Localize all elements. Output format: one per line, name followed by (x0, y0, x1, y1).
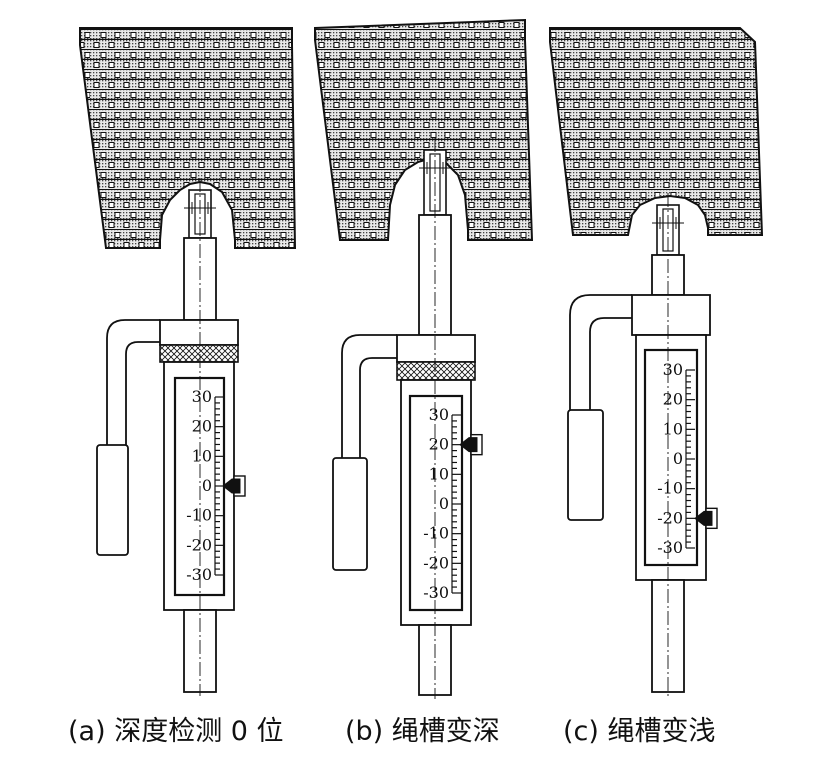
gauge-header (159, 319, 239, 346)
scale-tick-label: 20 (663, 390, 683, 409)
handle-grip (96, 444, 129, 556)
pointer-indicator (459, 437, 478, 453)
scale-tick-label: -20 (423, 553, 449, 572)
handle-tube (569, 294, 632, 410)
handle-tube (106, 319, 160, 445)
pointer-indicator (694, 510, 713, 526)
pointer-indicator (222, 478, 241, 494)
scale-tick-label: 0 (673, 449, 683, 468)
handle-tube (341, 334, 397, 458)
knurled-ring (396, 361, 476, 381)
gauge-header (396, 334, 476, 363)
panel-caption: (a) 深度检测 0 位 (68, 716, 284, 747)
gauge-rod (418, 624, 452, 696)
scale-window (643, 348, 699, 567)
scale-tick-label: -10 (657, 479, 683, 498)
rope-groove-block (79, 27, 297, 249)
scale-tick-label: -30 (423, 583, 449, 602)
scale-tick-label: 0 (439, 494, 449, 513)
knurled-ring (159, 344, 239, 363)
panel-a: 30 20 10 0 -10 -20 -30 (a) 深度检测 0 位 (68, 27, 297, 747)
scale-tick-label: -20 (186, 535, 212, 554)
scale-tick-label: 30 (429, 405, 449, 424)
handle-grip (567, 409, 604, 521)
gauge-header (631, 294, 711, 336)
scale-tick-label: 30 (192, 387, 212, 406)
scale-tick-label: -30 (657, 538, 683, 557)
scale-tick-label: 0 (202, 476, 212, 495)
scale-tick-label: 20 (429, 435, 449, 454)
scale-tick-label: 10 (663, 419, 683, 438)
scale-tick-label: 30 (663, 360, 683, 379)
panel-caption: (c) 绳槽变浅 (563, 716, 716, 747)
panel-caption: (b) 绳槽变深 (345, 716, 500, 747)
scale-tick-label: 10 (429, 464, 449, 483)
scale-tick-label: -30 (186, 565, 212, 584)
panel-c: 30 20 10 0 -10 -20 -30 (c) 绳槽变浅 (549, 27, 764, 747)
scale-tick-label: -10 (423, 524, 449, 543)
scale-tick-label: -20 (657, 508, 683, 527)
handle-grip (332, 457, 368, 571)
panel-b: 30 20 10 0 -10 -20 -30 (b) 绳槽变深 (314, 18, 534, 747)
scale-window (408, 394, 464, 612)
scale-tick-label: 20 (192, 417, 212, 436)
rope-groove-block (549, 27, 764, 236)
scale-tick-label: -10 (186, 506, 212, 525)
scale-tick-label: 10 (192, 446, 212, 465)
